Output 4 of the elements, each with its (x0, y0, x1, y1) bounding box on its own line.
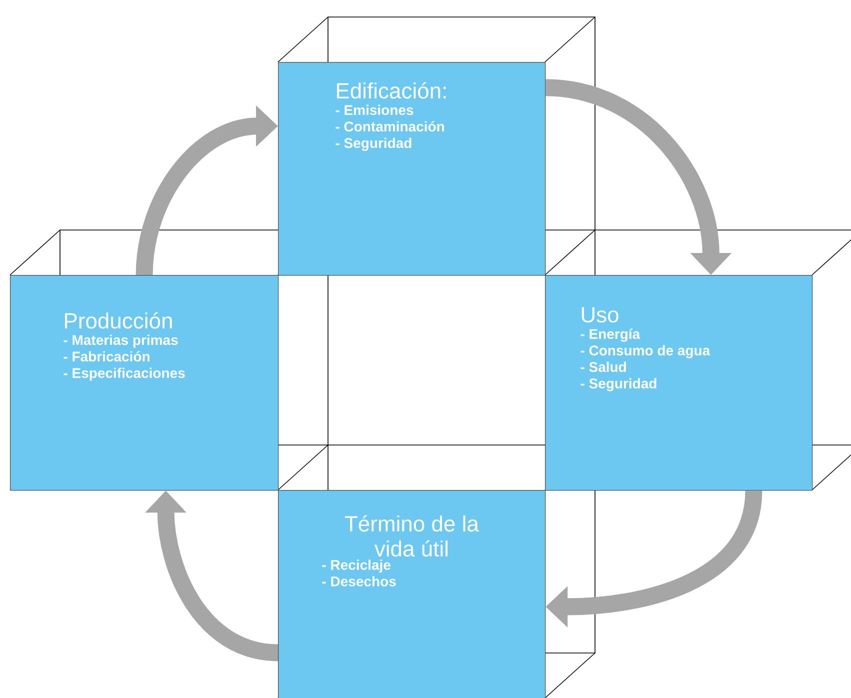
process-box: Edificación: - Emisiones - Contaminación - Seguridad (278, 62, 546, 276)
process-box: Producción - Materias primas - Fabricación - Especificaciones (10, 275, 279, 491)
process-box: Uso - Energía - Consumo de agua - Salud - Seguridad (545, 275, 813, 491)
process-box: Término de la vida útil - Reciclaje - Desechos (278, 490, 546, 698)
